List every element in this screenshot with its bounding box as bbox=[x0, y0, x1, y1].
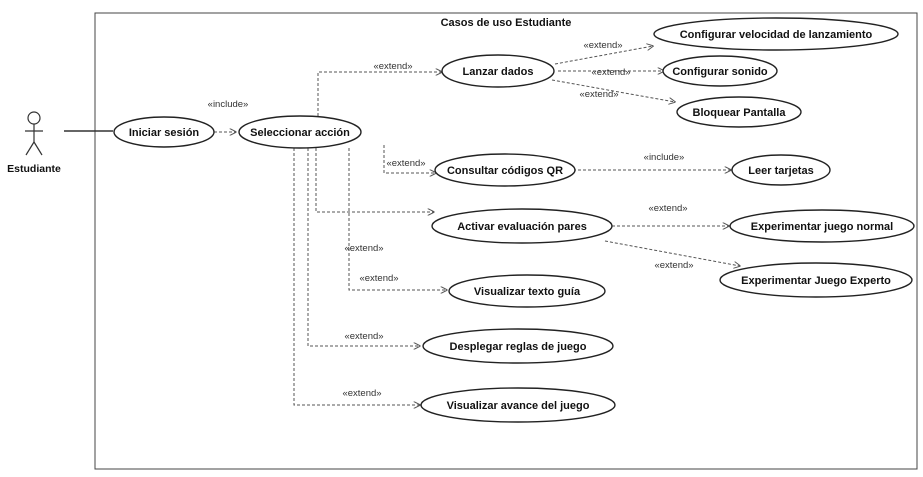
usecase-bloquear-pantalla[interactable]: Bloquear Pantalla bbox=[676, 96, 802, 128]
usecase-desplegar-reglas[interactable]: Desplegar reglas de juego bbox=[422, 328, 614, 364]
extend-edge-avance bbox=[293, 148, 420, 405]
usecase-activar-evaluacion-pares[interactable]: Activar evaluación pares bbox=[431, 208, 613, 244]
usecase-label: Visualizar texto guía bbox=[474, 286, 581, 298]
usecase-visualizar-texto-guia[interactable]: Visualizar texto guía bbox=[448, 274, 606, 308]
usecase-configurar-velocidad[interactable]: Configurar velocidad de lanzamiento bbox=[653, 17, 899, 51]
rel-label-extend: «extend» bbox=[579, 89, 618, 100]
usecase-label: Consultar códigos QR bbox=[447, 165, 563, 177]
usecase-iniciar-sesion[interactable]: Iniciar sesión bbox=[113, 116, 215, 148]
usecase-experimentar-juego-normal[interactable]: Experimentar juego normal bbox=[729, 209, 915, 243]
actor-head-icon bbox=[27, 111, 41, 125]
extend-edge-lanzar bbox=[317, 72, 442, 116]
usecase-leer-tarjetas[interactable]: Leer tarjetas bbox=[731, 154, 831, 186]
usecase-lanzar-dados[interactable]: Lanzar dados bbox=[441, 54, 555, 88]
extend-edge-reglas bbox=[307, 148, 420, 346]
usecase-experimentar-juego-experto[interactable]: Experimentar Juego Experto bbox=[719, 262, 913, 298]
usecase-label: Lanzar dados bbox=[463, 66, 534, 78]
rel-label-extend: «extend» bbox=[654, 260, 693, 271]
rel-label-extend: «extend» bbox=[386, 158, 425, 169]
rel-label-extend: «extend» bbox=[373, 61, 412, 72]
rel-label-include: «include» bbox=[208, 99, 249, 110]
usecase-label: Configurar velocidad de lanzamiento bbox=[680, 29, 873, 41]
extend-edge-config-vel bbox=[554, 46, 653, 65]
usecase-label: Leer tarjetas bbox=[748, 165, 813, 177]
extend-edge-texto bbox=[348, 148, 447, 290]
system-boundary bbox=[94, 12, 918, 470]
rel-label-extend: «extend» bbox=[359, 273, 398, 284]
rel-label-extend: «extend» bbox=[591, 67, 630, 78]
usecase-configurar-sonido[interactable]: Configurar sonido bbox=[662, 55, 778, 87]
usecase-label: Configurar sonido bbox=[672, 66, 768, 78]
usecase-label: Seleccionar acción bbox=[250, 127, 350, 139]
usecase-label: Bloquear Pantalla bbox=[693, 107, 787, 119]
rel-label-extend: «extend» bbox=[342, 388, 381, 399]
extend-edge-experto bbox=[604, 240, 740, 266]
usecase-seleccionar-accion[interactable]: Seleccionar acción bbox=[238, 115, 362, 149]
usecase-consultar-codigos-qr[interactable]: Consultar códigos QR bbox=[434, 153, 576, 187]
extend-edge-consultar bbox=[383, 145, 436, 173]
rel-label-extend: «extend» bbox=[344, 331, 383, 342]
usecase-visualizar-avance[interactable]: Visualizar avance del juego bbox=[420, 387, 616, 423]
rel-label-extend: «extend» bbox=[583, 40, 622, 51]
rel-label-include: «include» bbox=[644, 152, 685, 163]
rel-label-extend: «extend» bbox=[648, 203, 687, 214]
extend-edge-activar bbox=[315, 148, 434, 212]
usecase-label: Experimentar juego normal bbox=[751, 221, 893, 233]
extend-edge-bloquear bbox=[551, 79, 675, 102]
actor-estudiante[interactable]: Estudiante bbox=[7, 111, 61, 175]
usecase-label: Experimentar Juego Experto bbox=[741, 275, 891, 287]
rel-label-extend: «extend» bbox=[344, 243, 383, 254]
system-title: Casos de uso Estudiante bbox=[441, 17, 572, 29]
usecase-label: Iniciar sesión bbox=[129, 127, 200, 139]
usecase-label: Activar evaluación pares bbox=[457, 221, 587, 233]
actor-label: Estudiante bbox=[7, 163, 61, 175]
usecase-label: Visualizar avance del juego bbox=[447, 400, 590, 412]
usecase-label: Desplegar reglas de juego bbox=[450, 341, 587, 353]
